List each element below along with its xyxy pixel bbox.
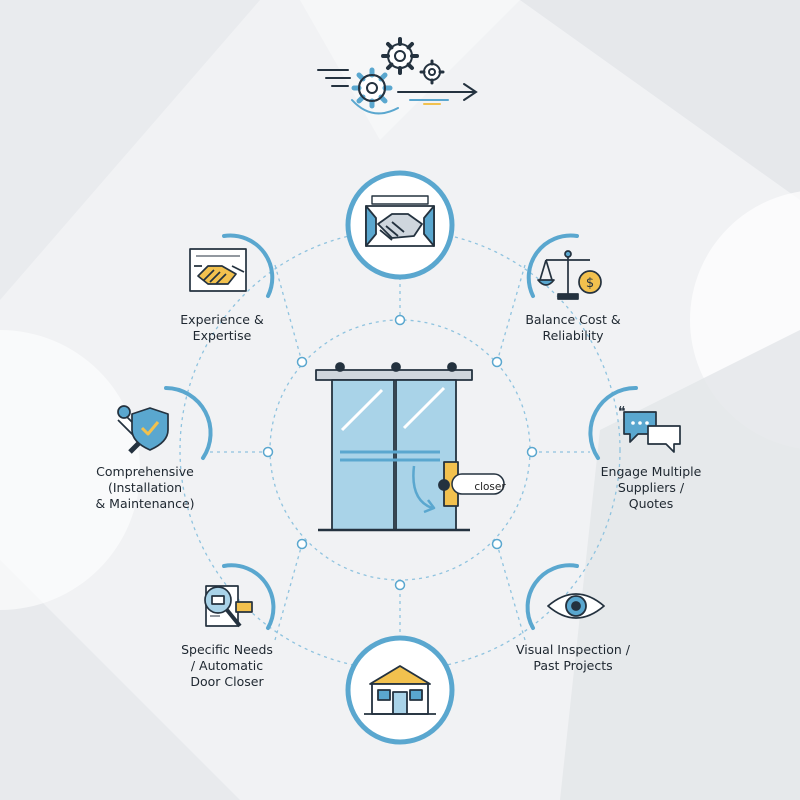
- building-icon: [364, 665, 436, 715]
- closer-label: closer: [474, 481, 506, 493]
- chat-bubbles-icon: ❝: [618, 404, 681, 453]
- scale-dollar-icon: $: [537, 250, 602, 300]
- factor-label-experience: Experience & Expertise: [180, 312, 264, 343]
- connector-dots: [262, 314, 538, 591]
- svg-text:$: $: [586, 276, 594, 291]
- gears-arrow-icon: [317, 37, 478, 115]
- node-arcs: [164, 233, 638, 630]
- factor-label-comprehensive: Comprehensive (Installation & Maintenanc…: [95, 464, 195, 511]
- magnifier-document-icon: [204, 585, 253, 628]
- handshake-document-icon: [189, 248, 247, 292]
- factor-label-inspection: Visual Inspection / Past Projects: [515, 642, 631, 673]
- wrench-shield-icon: [117, 405, 169, 454]
- sliding-glass-door-icon: [315, 362, 505, 532]
- factor-label-needs: Specific Needs / Automatic Door Closer: [181, 642, 273, 689]
- factor-label-cost: Balance Cost & Reliability: [525, 312, 621, 343]
- handshake-icon: [365, 195, 435, 247]
- factor-label-quotes: Engage Multiple Suppliers / Quotes: [600, 464, 702, 511]
- svg-text:❝: ❝: [618, 404, 626, 420]
- eye-icon: [547, 593, 605, 619]
- bottom-node: [345, 635, 455, 745]
- top-node: [345, 170, 455, 280]
